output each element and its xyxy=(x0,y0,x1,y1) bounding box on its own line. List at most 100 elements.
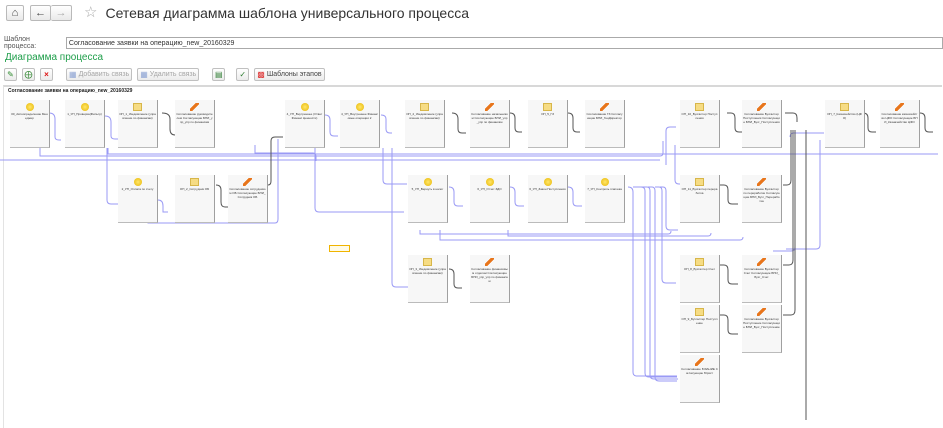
diagram-node[interactable]: Согласование Бухгалтер Поступления Согла… xyxy=(742,100,782,148)
diagram-node[interactable]: ОП_4_Уведомление (управление по финансам… xyxy=(405,100,445,148)
diagram-node[interactable]: ОП_9_Бухгалтер Поступление xyxy=(680,305,720,353)
bulb-icon xyxy=(423,178,432,186)
diagram-node[interactable]: 00_Автоопределение Менеджер xyxy=(10,100,50,148)
forward-button[interactable]: → xyxy=(51,5,72,21)
bulb-icon xyxy=(133,178,142,186)
diagram-canvas[interactable] xyxy=(3,85,942,428)
node-label: 1_УП_Проверка(Фильтр) xyxy=(67,112,102,116)
edit-button[interactable]: ✎ xyxy=(4,68,17,81)
add-link-button[interactable]: ▦Добавить связь xyxy=(66,68,133,81)
stage-templates-button[interactable]: ▩Шаблоны этапов xyxy=(254,68,325,81)
link xyxy=(727,112,744,133)
node-label: ОП_2_Сотрудник ОБ xyxy=(179,187,210,191)
link xyxy=(380,114,392,134)
diagram-node[interactable]: ОП_2_Сотрудник ОБ xyxy=(175,175,215,223)
diagram-node[interactable]: Согласование ЮЗАНИЕ Согласующие Юрист xyxy=(680,355,720,403)
envelope-icon xyxy=(695,308,704,316)
diagram-node[interactable]: ОП_8_Бухгалтер Счет xyxy=(680,255,720,303)
node-label: Согласование Бухгалтер Счет Согласующие … xyxy=(743,267,780,279)
diagram-toolbar: ✎ ⨁ × ▦Добавить связь ▦Удалить связь ▤ ✓… xyxy=(4,68,330,81)
diagram-node[interactable]: Согласование финансовым отделом Согласую… xyxy=(470,255,510,303)
node-label: 00_Автоопределение Менеджер xyxy=(11,112,48,120)
navigation-group: ← → xyxy=(30,5,72,21)
envelope-icon xyxy=(695,178,704,186)
node-label: Согласование финансовым отделом Согласую… xyxy=(471,267,508,283)
diagram-node[interactable]: Согласование начальником Согласующие БПИ… xyxy=(470,100,510,148)
node-label: ОП_9_Бухгалтер Поступление xyxy=(681,317,718,325)
edit-task-icon xyxy=(895,103,904,111)
diagram-node[interactable]: 1_УП_Проверка(Фильтр) xyxy=(65,100,105,148)
bulb-icon xyxy=(300,103,309,111)
bulb-icon xyxy=(80,103,89,111)
link xyxy=(39,141,664,157)
diagram-node[interactable]: Согласование Бухгалтер Поступление Согла… xyxy=(742,305,782,353)
bulb-icon xyxy=(543,178,552,186)
node-label: Согласование начальником Согласующие БПИ… xyxy=(471,112,508,124)
node-label: 4_УП_Внутреннее Финансовые операции 2 xyxy=(341,112,378,120)
edit-task-icon xyxy=(190,103,199,111)
delete-icon: × xyxy=(44,70,49,79)
node-label: ОП_4_Уведомление (управление по финансам… xyxy=(406,112,443,120)
fit-diagram-button[interactable]: ▤ xyxy=(212,68,226,81)
link xyxy=(627,186,677,377)
remove-link-icon: ▦ xyxy=(140,70,148,79)
diagram-node[interactable]: 6_УП_Закон Поступления xyxy=(528,175,568,223)
diagram-node[interactable]: Согласование Бухгалтер по переработке Со… xyxy=(742,175,782,223)
edit-task-icon xyxy=(485,258,494,266)
node-label: Согласование ЮЗАНИЕ Согласующие Юрист xyxy=(681,367,718,375)
add-button[interactable]: ⨁ xyxy=(22,68,35,81)
bulb-icon xyxy=(600,178,609,186)
link xyxy=(567,112,580,133)
link xyxy=(157,199,168,213)
check-button[interactable]: ✓ xyxy=(236,68,250,81)
edit-task-icon xyxy=(695,358,704,366)
diagram-node[interactable]: ОП_10_Бухгалтер Поступления xyxy=(680,100,720,148)
back-button[interactable]: ← xyxy=(30,5,51,21)
link xyxy=(720,184,738,205)
remove-link-label: Удалить связь xyxy=(149,71,197,78)
stage-templates-icon: ▩ xyxy=(257,70,265,79)
template-field-label: Шаблон процесса: xyxy=(4,36,37,50)
link xyxy=(448,268,462,289)
diagram-node[interactable]: 4_УП_Внутреннее Финансовые операции 2 xyxy=(340,100,380,148)
star-icon[interactable]: ☆ xyxy=(84,4,98,21)
link xyxy=(783,130,796,316)
diagram-node[interactable]: ОП_5_ГЗ xyxy=(528,100,568,148)
link xyxy=(783,130,794,266)
link xyxy=(862,112,876,133)
diagram-node[interactable]: ОП_1_Уведомление (управление по финансам… xyxy=(118,100,158,148)
home-icon: ⌂ xyxy=(11,7,19,19)
diagram-node[interactable]: ОП_3_Уведомление (управление по финансам… xyxy=(408,255,448,303)
link xyxy=(324,114,338,137)
node-label: ОП_7_Казначейство (ЦФО) xyxy=(827,112,862,120)
template-field-input[interactable]: Согласование заявки на операцию_new_2016… xyxy=(65,37,943,49)
link xyxy=(786,140,821,250)
remove-link-button[interactable]: ▦Удалить связь xyxy=(137,68,200,81)
diagram-node[interactable]: ОП_7_Казначейство (ЦФО) xyxy=(825,100,865,148)
diagram-node[interactable]: Согласование Бухгалтер Счет Согласующие … xyxy=(742,255,782,303)
diagram-node[interactable]: 5_УП_Вернуть в налог xyxy=(408,175,448,223)
link xyxy=(674,145,682,185)
diagram-node[interactable]: Согласование казначейство ЦФО Согласующи… xyxy=(880,100,920,148)
diagram-node[interactable]: 7_УП_Контроль платежа xyxy=(585,175,625,223)
diagram-node[interactable]: Согласование ГЗ Согласующие БПИ_ГенДирек… xyxy=(585,100,625,148)
diagram-node[interactable]: ОП_11_Бухгалтер переработка xyxy=(680,175,720,223)
delete-button[interactable]: × xyxy=(40,68,53,81)
node-label: ОП_11_Бухгалтер переработка xyxy=(681,187,718,195)
diagram-node[interactable]: Согласование сотрудником ОБ Согласующие … xyxy=(228,175,268,223)
diagram-title: Согласование заявки на операцию_new_2016… xyxy=(8,88,133,94)
diagram-node[interactable]: 2_УП_Оплата по счету xyxy=(118,175,158,223)
arrow-left-icon: ← xyxy=(35,7,46,19)
selection-marker[interactable] xyxy=(329,245,350,252)
bulb-icon xyxy=(355,103,364,111)
diagram-node[interactable]: 4_УП_Внутреннее (Ответ Финанс Ценности) xyxy=(285,100,325,148)
link xyxy=(785,112,798,122)
edit-task-icon xyxy=(757,178,766,186)
bulb-icon xyxy=(25,103,34,111)
diagram-node[interactable]: 6_УП_Отчет ЗДО xyxy=(470,175,510,223)
link xyxy=(391,148,408,288)
diagram-node[interactable]: Согласование руководителем Согласующие Б… xyxy=(175,100,215,148)
link xyxy=(567,186,582,207)
home-button[interactable]: ⌂ xyxy=(6,5,24,21)
